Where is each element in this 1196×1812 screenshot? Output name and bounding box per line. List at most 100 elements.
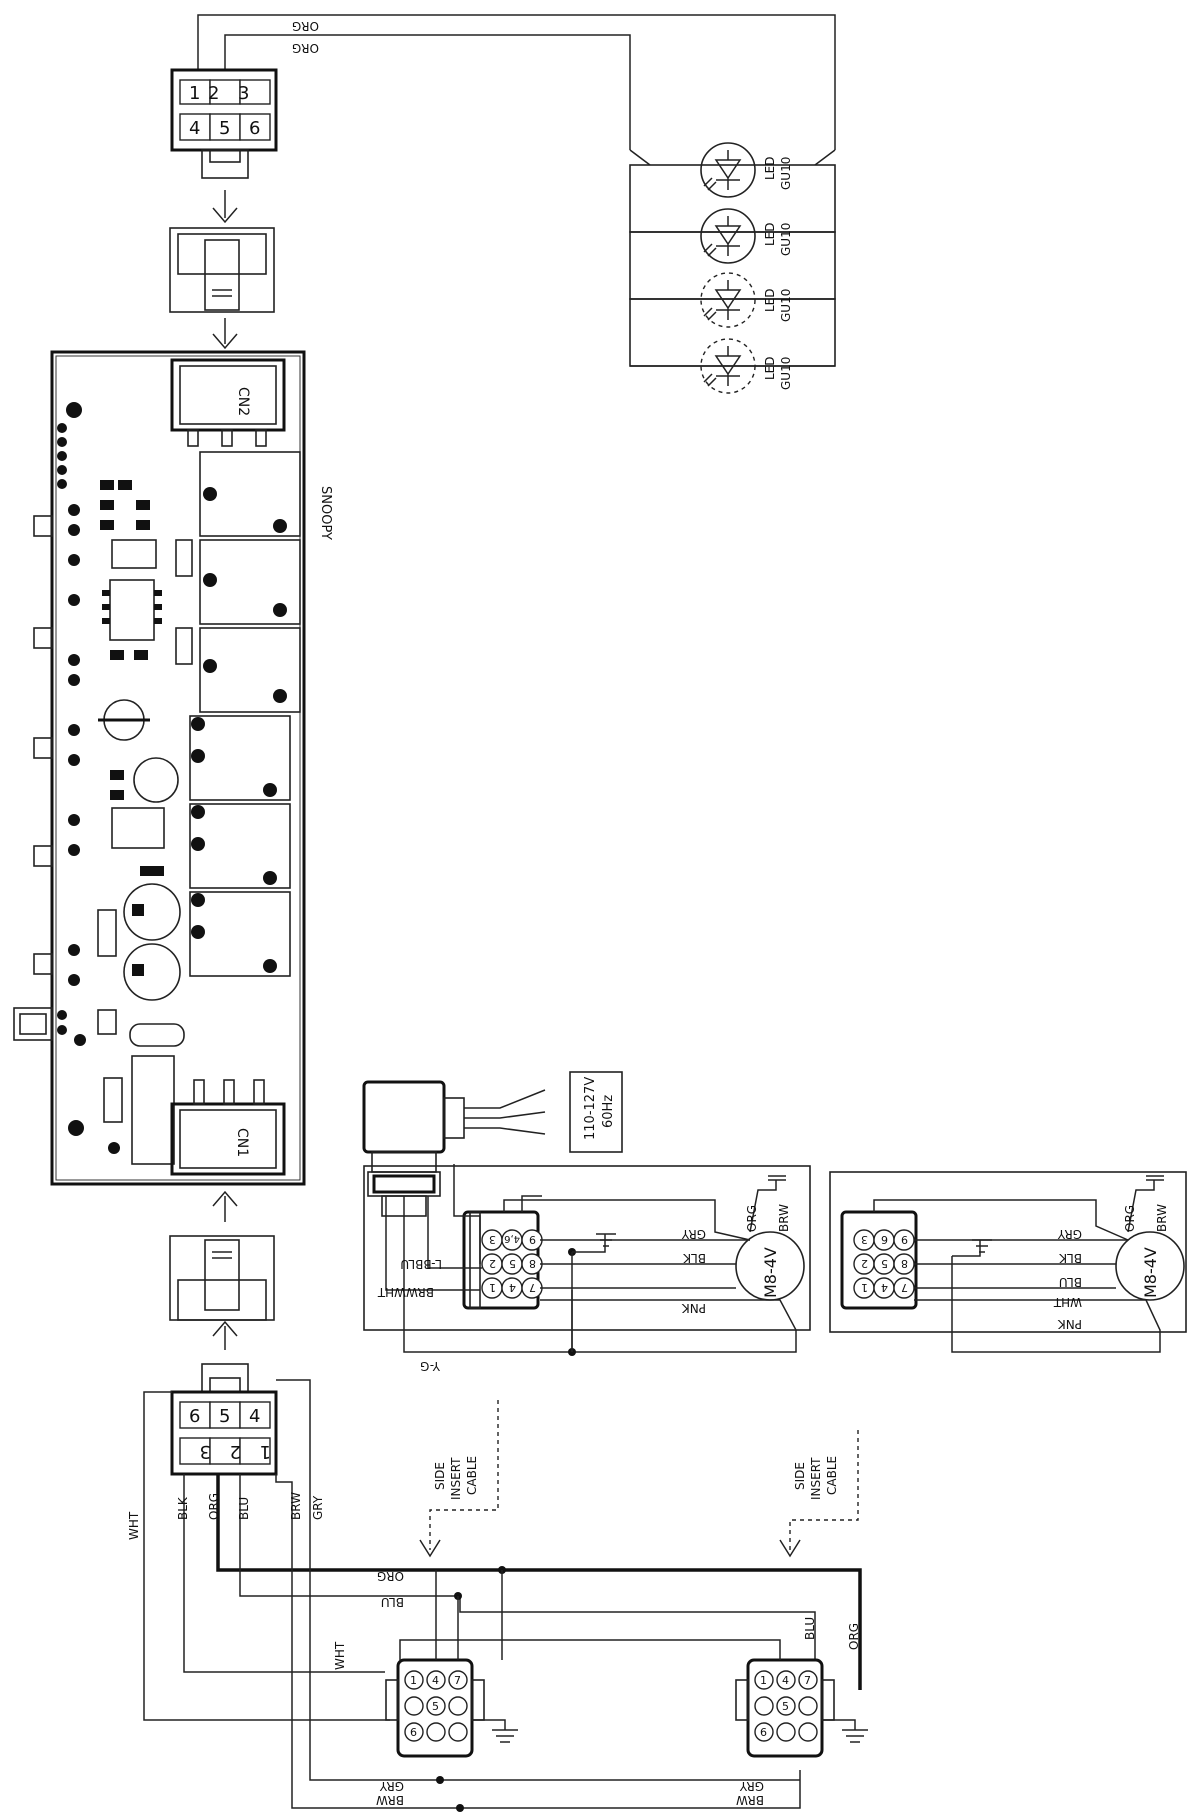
harness-left-pin-5: 5 bbox=[432, 1700, 439, 1713]
harness-label-blu: BLU bbox=[381, 1595, 404, 1609]
motor2-pin-3: 3 bbox=[861, 1233, 868, 1246]
cn2-label: CN2 bbox=[235, 387, 251, 416]
bottom-wire-label-brw: BRW bbox=[289, 1492, 303, 1520]
side-insert-arrow-icon-right bbox=[779, 1539, 801, 1558]
top-connector-pin-3: 3 bbox=[238, 83, 249, 104]
motor2-pin-9: 9 bbox=[901, 1233, 908, 1246]
motor1-pin-2: 2 bbox=[489, 1257, 496, 1270]
bottom-wire-label-gry: GRY bbox=[311, 1495, 325, 1520]
power-label-box bbox=[569, 1071, 623, 1153]
harness-left-pin-4: 4 bbox=[432, 1674, 439, 1687]
motor2-pin-2: 2 bbox=[861, 1257, 868, 1270]
motor1-side-lbblu: L-BBLU bbox=[400, 1257, 442, 1271]
top-wires: ORG ORG bbox=[197, 14, 836, 150]
top-connector-pin-6: 6 bbox=[249, 118, 260, 139]
led-label-2a: LED bbox=[763, 222, 777, 246]
led-cell-1 bbox=[629, 164, 836, 233]
harness-label-org-right: ORG bbox=[847, 1623, 861, 1650]
plug-bottom bbox=[169, 1235, 275, 1321]
motor2-wire-gry: GRY bbox=[1057, 1227, 1082, 1241]
harness-connector-left: 1 4 7 5 6 bbox=[385, 1658, 518, 1812]
motor2-wire-blk: BLK bbox=[1058, 1251, 1082, 1265]
motor2-wire-brw: BRW bbox=[1155, 1204, 1169, 1232]
bottom-connector-pin-3: 3 bbox=[200, 1441, 211, 1462]
led-icon-2 bbox=[700, 208, 756, 264]
arrow-down-icon-2 bbox=[212, 318, 238, 350]
motor2-icon bbox=[1115, 1231, 1185, 1301]
control-board: CN2 SNOOPY bbox=[13, 350, 333, 1186]
side-insert-right-line2: INSERT bbox=[809, 1457, 823, 1500]
ground-icon-motor1 bbox=[572, 1233, 616, 1253]
motor2-wire-wht: WHT bbox=[1053, 1295, 1082, 1309]
top-connector-pin-1: 1 bbox=[189, 83, 200, 104]
harness-right-pin-5: 5 bbox=[782, 1700, 789, 1713]
side-insert-arrow-icon-left bbox=[419, 1539, 441, 1558]
motor2-pin-6: 6 bbox=[881, 1233, 888, 1246]
harness-label-brw-left: BRW bbox=[376, 1793, 404, 1807]
board-marking: SNOOPY bbox=[318, 486, 333, 540]
bottom-connector-pin-2: 2 bbox=[230, 1441, 241, 1462]
led-strip: LED GU10 LED GU10 LED GU10 LED GU10 bbox=[629, 142, 836, 394]
led-label-1a: LED bbox=[763, 156, 777, 180]
harness-label-brw-right: BRW bbox=[736, 1793, 764, 1807]
harness-right-pin-7: 7 bbox=[804, 1674, 811, 1687]
side-insert-right-line3: CABLE bbox=[825, 1456, 839, 1495]
side-insert-right-line1: SIDE bbox=[793, 1462, 807, 1490]
board-outline bbox=[50, 350, 306, 1186]
motor2-pin-4: 4 bbox=[881, 1281, 888, 1294]
motor2-pin-8: 8 bbox=[901, 1257, 908, 1270]
motor2-pin-7: 7 bbox=[901, 1281, 908, 1294]
motor1-side-yg: Y-G bbox=[420, 1359, 441, 1373]
harness-label-blu-right: BLU bbox=[803, 1617, 817, 1640]
top-connector-pin-4: 4 bbox=[189, 118, 200, 139]
motor1-label: M8-4V bbox=[761, 1247, 780, 1298]
led-cell-2 bbox=[629, 231, 836, 300]
motor1-pin-1: 1 bbox=[489, 1281, 496, 1294]
motor-box-1: 3 4,6 9 2 5 8 1 4 7 M8-4V GRY BLK PNK OR… bbox=[363, 1164, 811, 1373]
motor1-pin-3: 3 bbox=[489, 1233, 496, 1246]
side-insert-right: SIDE INSERT CABLE bbox=[779, 1430, 859, 1558]
top-connector: 1 2 3 4 5 6 bbox=[170, 68, 278, 179]
led-label-4a: LED bbox=[763, 356, 777, 380]
motor1-wire-brw: BRW bbox=[777, 1204, 791, 1232]
motor1-wire-gry: GRY bbox=[681, 1227, 706, 1241]
harness-left-pin-7: 7 bbox=[454, 1674, 461, 1687]
harness-right-pin-6: 6 bbox=[760, 1726, 767, 1739]
bottom-connector-pin-1: 1 bbox=[260, 1441, 271, 1462]
motor1-pin-4: 4 bbox=[509, 1281, 516, 1294]
bottom-connector-pin-6: 6 bbox=[189, 1406, 200, 1427]
motor2-wire-org: ORG bbox=[1123, 1205, 1137, 1232]
motor-box-2-frame bbox=[829, 1171, 1187, 1333]
harness-left-pin-1: 1 bbox=[410, 1674, 417, 1687]
led-label-3a: LED bbox=[763, 288, 777, 312]
bottom-connector-wires: WHT BLK ORG BLU BRW GRY bbox=[127, 1379, 862, 1809]
harness-right-pin-1: 1 bbox=[760, 1674, 767, 1687]
plug-top bbox=[169, 227, 275, 313]
led-icon-1 bbox=[700, 142, 756, 198]
led-label-3b: GU10 bbox=[779, 289, 793, 322]
led-icon-3 bbox=[700, 272, 756, 328]
motor1-pin-5: 5 bbox=[509, 1257, 516, 1270]
motor1-pin-7: 7 bbox=[529, 1281, 536, 1294]
plug-body bbox=[362, 1080, 446, 1154]
motor1-wire-pnk: PNK bbox=[681, 1301, 706, 1315]
harness-label-org: ORG bbox=[377, 1569, 404, 1583]
led-label-1b: GU10 bbox=[779, 157, 793, 190]
harness-label-gry-left: GRY bbox=[379, 1779, 404, 1793]
side-insert-left-line3: CABLE bbox=[465, 1456, 479, 1495]
motor1-side-brwwht: BRWWHT bbox=[377, 1285, 434, 1299]
motor1-pin-9: 9 bbox=[529, 1233, 536, 1246]
motor2-pin-1: 1 bbox=[861, 1281, 868, 1294]
motor2-pin-5: 5 bbox=[881, 1257, 888, 1270]
cn1-label: CN1 bbox=[234, 1128, 250, 1157]
capacitor-icon-motor2 bbox=[1127, 1175, 1164, 1233]
arrow-down-icon bbox=[212, 190, 238, 224]
harness-left-pin-6: 6 bbox=[410, 1726, 417, 1739]
bottom-wire-label-blu: BLU bbox=[237, 1497, 251, 1520]
motor1-wire-blk: BLK bbox=[682, 1251, 706, 1265]
motor2-label: M8-4V bbox=[1141, 1247, 1160, 1298]
side-insert-left-line1: SIDE bbox=[433, 1462, 447, 1490]
bottom-connector: 6 5 4 3 2 1 bbox=[170, 1363, 278, 1476]
top-wire-label-outer: ORG bbox=[292, 19, 319, 33]
